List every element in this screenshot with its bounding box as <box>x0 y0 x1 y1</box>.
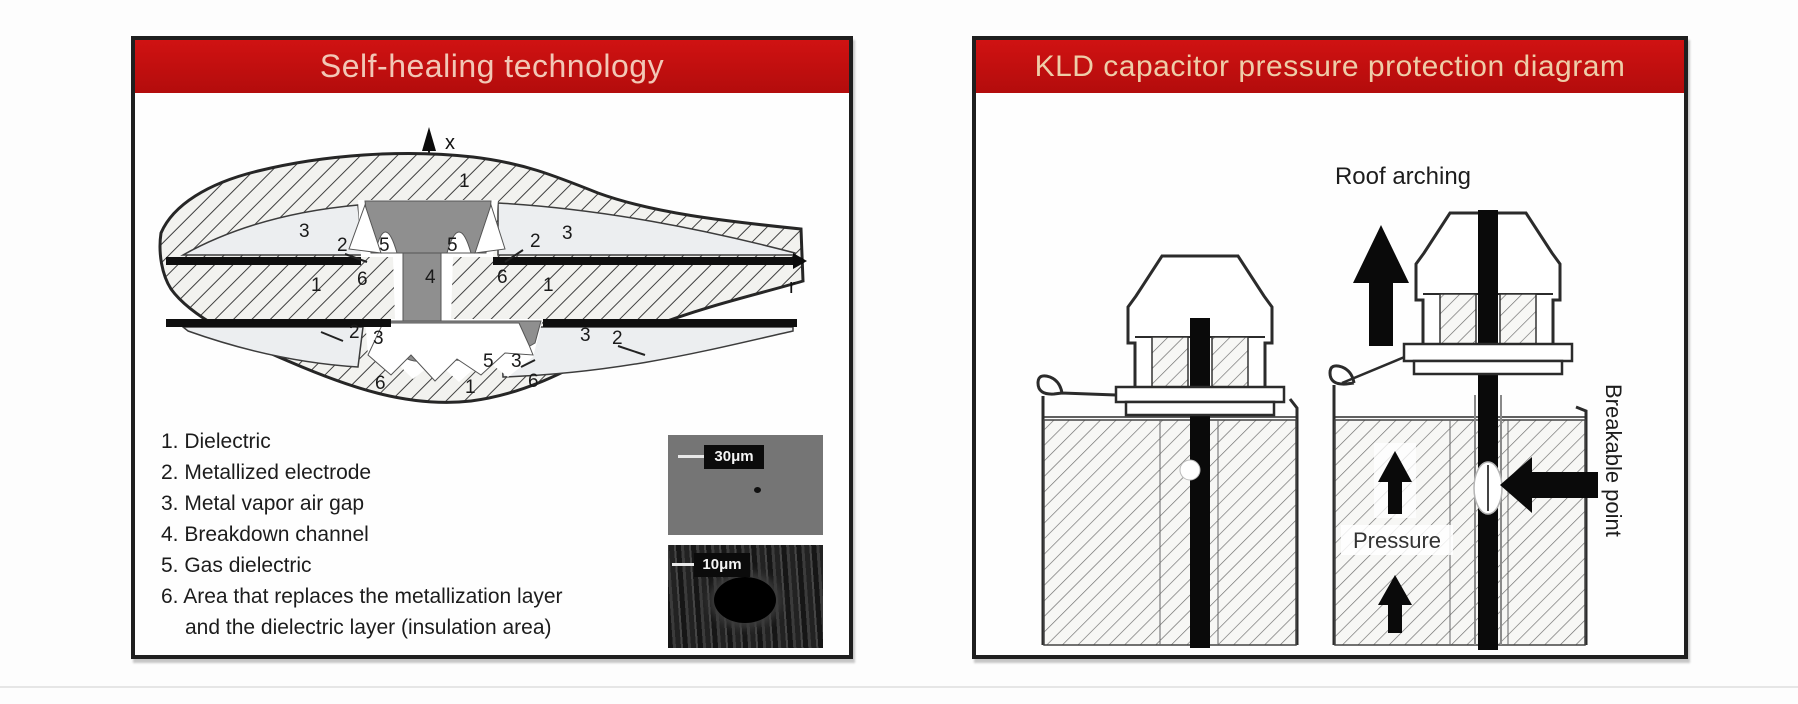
diagram-number-label: 2 <box>349 322 360 343</box>
diagram-number-label: 3 <box>511 351 522 372</box>
legend: 1. Dielectric 2. Metallized electrode 3.… <box>161 426 651 643</box>
diagram-number-label: 2 <box>337 235 348 256</box>
label-leader-lines <box>320 249 646 368</box>
diagram-number-label: 4 <box>425 267 436 288</box>
page-bottom-divider <box>0 686 1798 688</box>
diagram-number-label: 5 <box>379 235 390 256</box>
diagram-number-label: 1 <box>543 275 554 296</box>
winding-block <box>1043 419 1297 646</box>
diagram-number-label: 3 <box>562 223 573 244</box>
pressure-label-chip <box>1341 525 1453 555</box>
pressure-up-arrow-icon <box>1378 575 1412 633</box>
diagram-number-label: 1 <box>311 275 322 296</box>
flange <box>1114 385 1286 404</box>
burst-direction-arrow-icon <box>1500 457 1598 513</box>
legend-item: 4. Breakdown channel <box>161 523 369 546</box>
legend-item-continuation: and the dielectric layer (insulation are… <box>185 616 552 639</box>
scale-label-30um: 30μm <box>704 445 764 469</box>
flange <box>1124 400 1276 417</box>
diagram-number-labels: 1 3 2 5 5 2 3 1 6 4 6 1 2 3 3 2 5 <box>299 171 623 398</box>
x-axis-label: x <box>445 132 455 154</box>
legend-item: 3. Metal vapor air gap <box>161 492 365 515</box>
pressure-up-arrow-icon <box>1378 451 1412 514</box>
cap-seal-plug <box>1499 293 1537 345</box>
diagram-number-label: 1 <box>459 171 470 192</box>
right-panel-body: Pressure <box>976 93 1684 655</box>
terminal-rod-top <box>1478 210 1498 350</box>
r-axis-arrow: r <box>789 253 807 298</box>
breakable-point-label: Breakable point <box>1601 384 1626 537</box>
diagram-number-label: 6 <box>375 373 386 394</box>
flange <box>1402 342 1574 363</box>
legend-item: 2. Metallized electrode <box>161 461 372 484</box>
self-healing-cross-section-diagram: x <box>158 127 807 404</box>
scale-label-10um: 10μm <box>694 553 750 577</box>
metal-vapor-air-gaps <box>180 202 796 378</box>
legend-item: 6. Area that replaces the metallization … <box>161 585 563 608</box>
micrograph-10um: 10μm <box>668 545 823 648</box>
left-panel-header: Self-healing technology <box>135 40 849 93</box>
left-panel-title: Self-healing technology <box>319 48 665 84</box>
scale-tick <box>672 563 694 566</box>
breakable-point-notch <box>1179 459 1201 481</box>
diagram-number-label: 2 <box>612 328 623 349</box>
diagram-number-label: 6 <box>497 267 508 288</box>
diagram-number-label: 1 <box>465 377 476 398</box>
roof-arching-arrow-icon <box>1353 225 1409 346</box>
self-healing-panel: Self-healing technology x <box>131 36 853 659</box>
left-panel-body: x <box>135 93 849 655</box>
diagram-number-label: 2 <box>530 231 541 252</box>
cap-seal-plug <box>1151 336 1189 388</box>
metallized-electrodes <box>166 257 797 327</box>
legend-item: 5. Gas dielectric <box>161 554 312 577</box>
breakdown-speck <box>754 487 761 493</box>
cap-seal-plug <box>1439 293 1477 345</box>
right-panel-header: KLD capacitor pressure protection diagra… <box>976 40 1684 93</box>
terminal-rod-top <box>1190 318 1210 388</box>
can-body <box>1328 354 1588 645</box>
diagram-number-label: 3 <box>580 325 591 346</box>
diagram-number-label: 6 <box>357 269 368 290</box>
diagram-number-label: 3 <box>373 328 384 349</box>
flange <box>1412 359 1564 376</box>
diagram-number-label: 5 <box>483 351 494 372</box>
can-body <box>1036 374 1299 645</box>
scale-tick <box>678 455 704 458</box>
capacitor-vented: Pressure <box>1328 210 1598 650</box>
pressure-protection-panel: KLD capacitor pressure protection diagra… <box>972 36 1688 659</box>
diagram-number-label: 6 <box>528 371 539 392</box>
right-panel-title: KLD capacitor pressure protection diagra… <box>1034 50 1626 83</box>
diagram-number-label: 3 <box>299 221 310 242</box>
diagram-number-label: 5 <box>447 235 458 256</box>
legend-item: 1. Dielectric <box>161 430 271 453</box>
breakdown-hole <box>714 577 776 623</box>
r-axis-label: r <box>789 276 796 298</box>
capacitor-normal <box>1036 254 1299 648</box>
pressure-label: Pressure <box>1353 528 1441 553</box>
roof-arching-label: Roof arching <box>1335 163 1471 190</box>
pressure-protection-diagram: Pressure <box>1036 163 1626 650</box>
gas-dielectric-pockets <box>348 203 534 382</box>
cap-seal-plug <box>1211 336 1249 388</box>
micrograph-30um: 30μm <box>668 435 823 535</box>
